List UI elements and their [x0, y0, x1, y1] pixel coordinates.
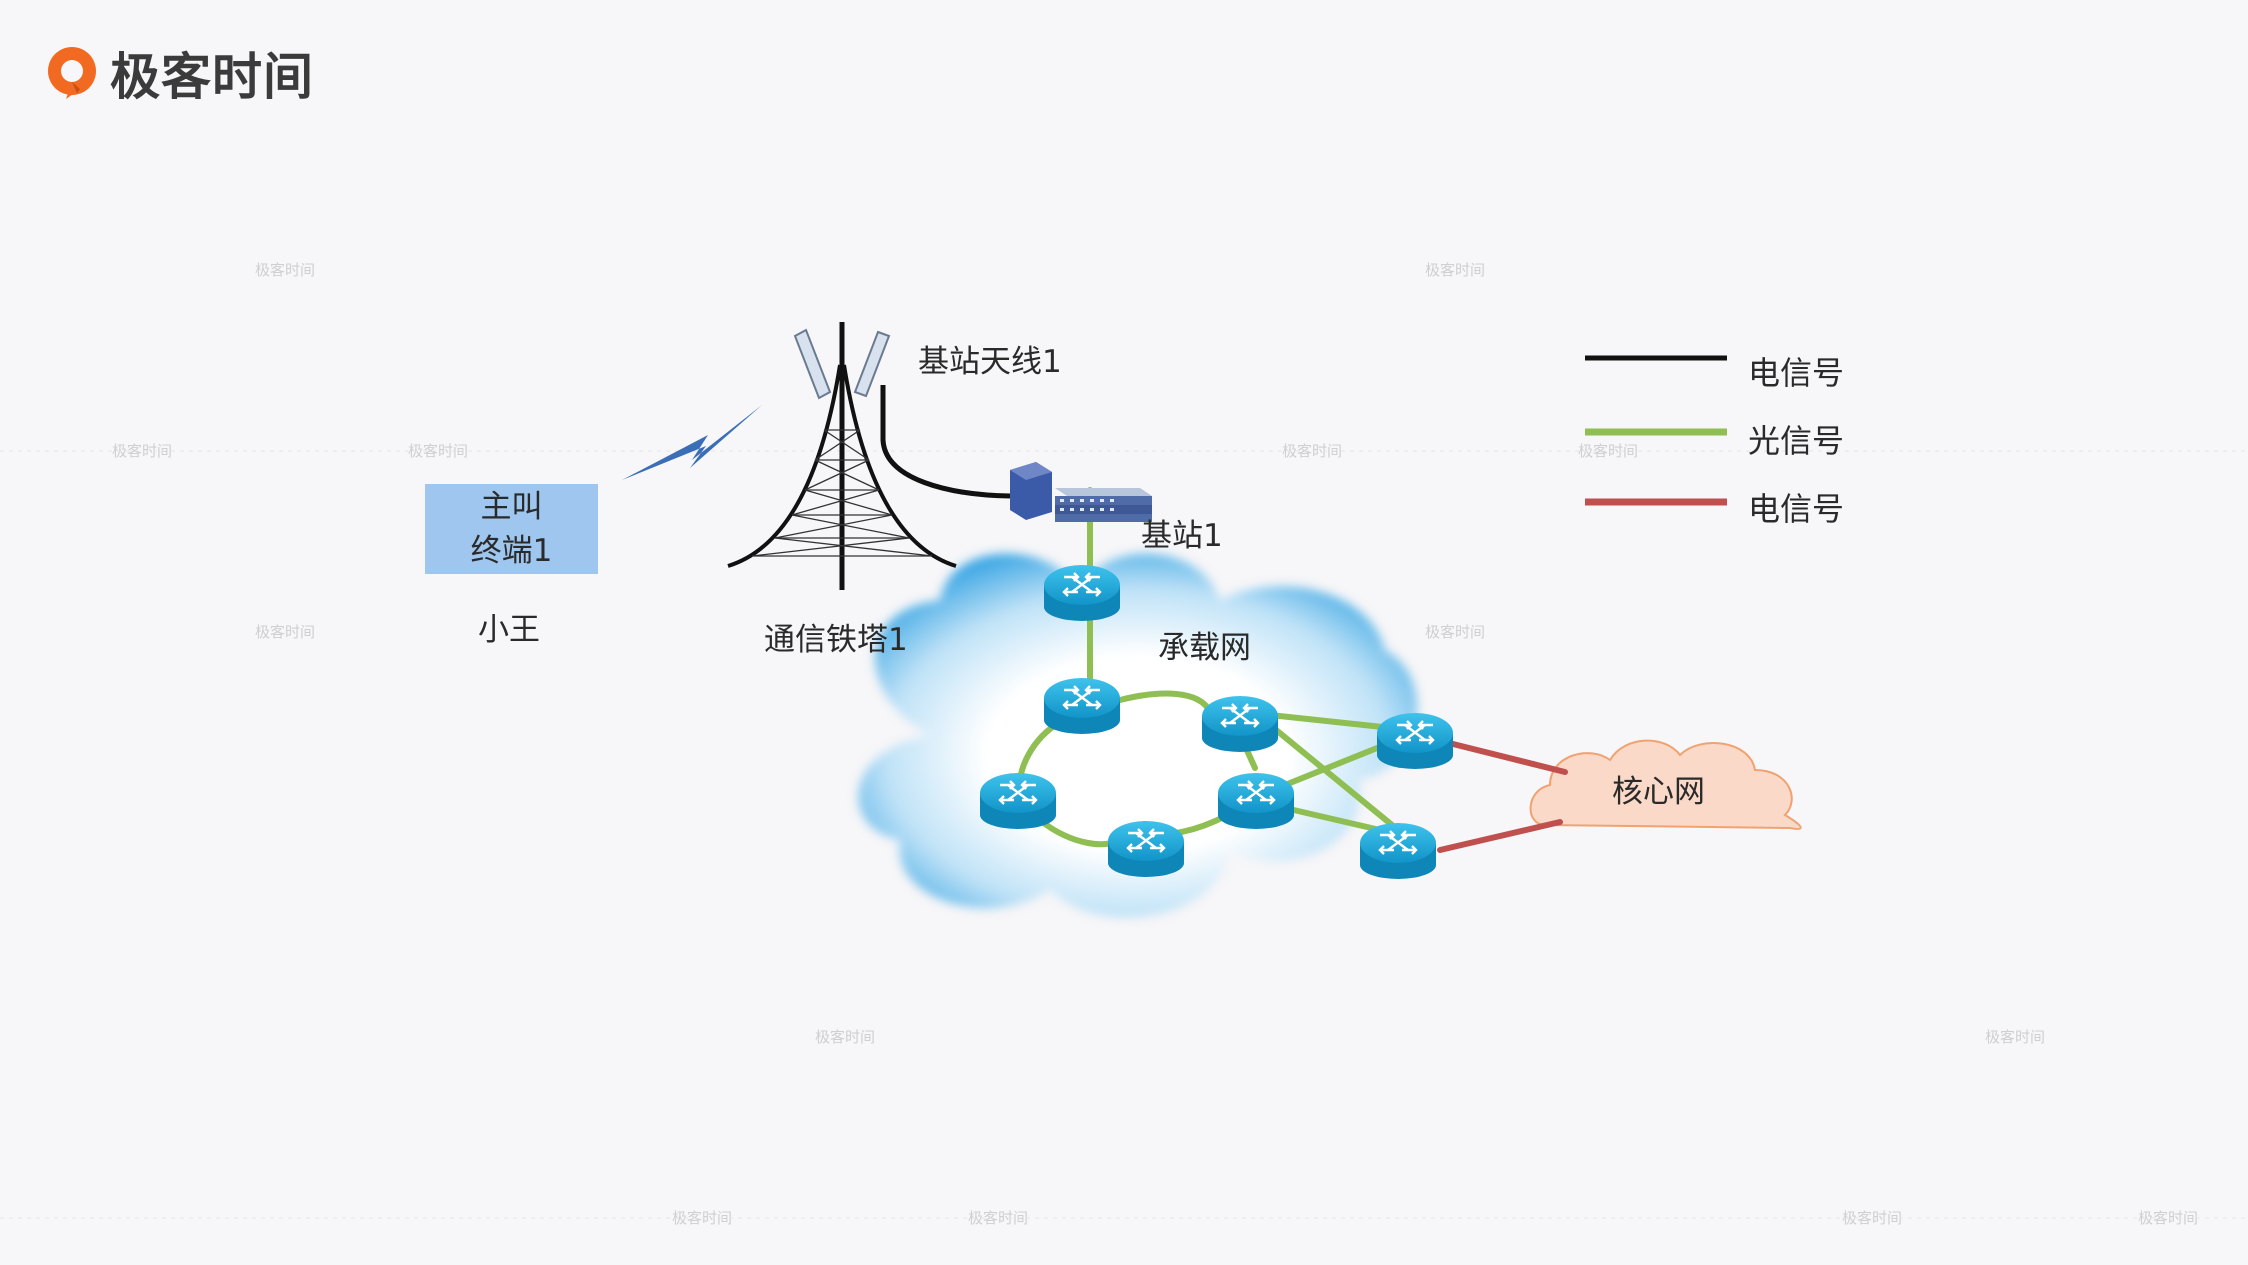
logo-text: 极客时间	[110, 48, 314, 106]
legend-lines	[1585, 355, 1727, 506]
legend-label-electric-red: 电信号	[1748, 490, 1845, 528]
electric-links-core	[1434, 737, 1568, 853]
watermark: 极客时间	[1425, 261, 1486, 279]
watermark: 极客时间	[255, 261, 316, 279]
antenna-panels	[793, 328, 891, 400]
router-icon	[1218, 773, 1294, 829]
watermark: 极客时间	[968, 1209, 1029, 1227]
calling-terminal: 主叫 终端1	[425, 484, 598, 574]
watermark: 极客时间	[1282, 442, 1343, 460]
router-icon	[1202, 696, 1278, 752]
terminal-label-line2: 终端1	[470, 533, 553, 569]
brand-logo: 极客时间	[44, 38, 314, 108]
base-station-device	[1010, 462, 1152, 522]
watermark: 极客时间	[255, 623, 316, 641]
router-icon	[1044, 678, 1120, 734]
router-icon	[1108, 821, 1184, 877]
legend-label-electric-black: 电信号	[1748, 354, 1845, 392]
router-icon	[980, 773, 1056, 829]
router-group	[980, 565, 1453, 879]
watermark: 极客时间	[1425, 623, 1486, 641]
user-name-label: 小王	[478, 612, 540, 648]
logo-mark-icon	[48, 47, 96, 99]
bearer-network-label: 承载网	[1158, 630, 1251, 666]
antenna-cable	[880, 385, 1011, 499]
tower-label: 通信铁塔1	[764, 622, 908, 658]
wireless-signal-icon	[622, 405, 762, 480]
router-icon	[1377, 713, 1453, 769]
watermark-grid	[0, 450, 2248, 1219]
base-station-label: 基站1	[1141, 518, 1223, 554]
core-network-label: 核心网	[1612, 774, 1705, 810]
router-icon	[1044, 565, 1120, 621]
terminal-label-line1: 主叫	[480, 489, 543, 525]
watermark: 极客时间	[1578, 442, 1639, 460]
watermark: 极客时间	[815, 1028, 876, 1046]
watermark: 极客时间	[408, 442, 469, 460]
antenna-label: 基站天线1	[918, 344, 1062, 380]
watermark: 极客时间	[1985, 1028, 2046, 1046]
communication-tower	[727, 322, 957, 590]
watermark: 极客时间	[112, 442, 173, 460]
watermark: 极客时间	[2138, 1209, 2199, 1227]
router-icon	[1360, 823, 1436, 879]
core-network-cloud	[1529, 739, 1802, 830]
legend-label-optical: 光信号	[1748, 422, 1845, 460]
